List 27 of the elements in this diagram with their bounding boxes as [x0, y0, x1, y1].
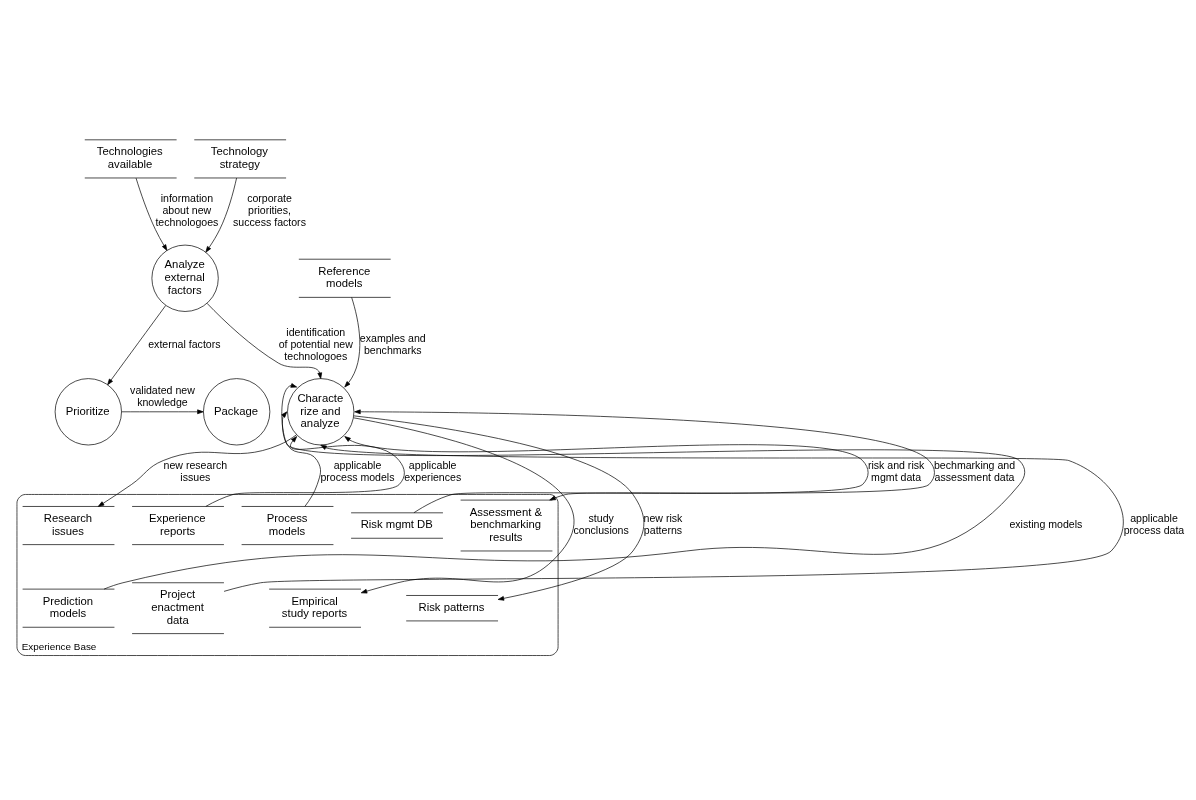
node-text: Research issues — [43, 511, 93, 537]
edge-label: new research issues — [163, 458, 228, 483]
edge-label: examples and benchmarks — [359, 331, 426, 356]
node-text: Reference models — [318, 264, 371, 289]
node-text: Risk mgmt DB — [360, 517, 433, 530]
edge-label: external factors — [148, 337, 221, 350]
edge-label: validated new knowledge — [130, 383, 195, 408]
node-text: Prediction models — [42, 594, 93, 619]
edge-label: identification of potential new technologoes — [278, 325, 353, 362]
edge-label: applicable process models — [320, 458, 395, 483]
node-text: Technology strategy — [210, 144, 269, 170]
node-text: Technologies available — [96, 144, 163, 170]
node-text: Project enactment data — [151, 587, 204, 626]
edge-label: risk and risk mgmt data — [867, 458, 925, 483]
edge-label: information about new technologoes — [155, 191, 219, 228]
node-text: Empirical study reports — [281, 594, 348, 619]
node-text: Experience reports — [149, 511, 206, 537]
node-text: Process models — [266, 511, 308, 537]
edge-label: study conclusions — [573, 511, 629, 536]
edge-label: existing models — [1009, 517, 1083, 530]
edge-label: applicable experiences — [404, 458, 462, 483]
edge-label: bechmarking and assessment data — [933, 458, 1016, 483]
node-text: Risk patterns — [418, 600, 485, 613]
edge-label: corporate priorities, success factors — [233, 191, 306, 228]
node-text: Assessment & benchmarking results — [469, 505, 542, 543]
edge-label: new risk patterns — [643, 511, 683, 536]
edge-label: applicable process data — [1123, 511, 1185, 536]
